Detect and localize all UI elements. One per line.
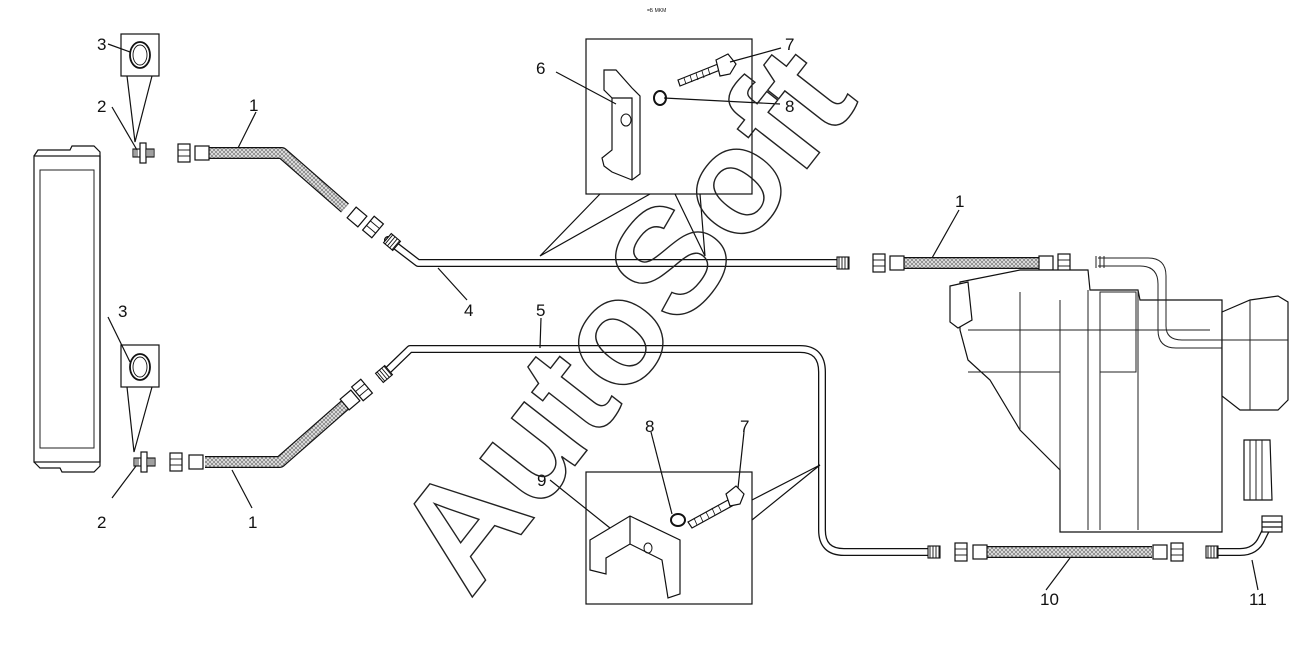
elbow-fitting-11 — [1205, 515, 1283, 559]
callouts: 1 1 1 2 2 3 3 4 5 6 7 7 8 8 9 10 11 — [97, 35, 1267, 609]
callout-6: 6 — [536, 59, 545, 78]
callout-1: 1 — [248, 513, 257, 532]
o-ring-inset-top — [120, 33, 160, 143]
callout-1: 1 — [955, 192, 964, 211]
callout-7: 7 — [785, 35, 794, 54]
lower-tube-5 — [374, 345, 941, 559]
callout-9: 9 — [537, 471, 546, 490]
hose-10 — [954, 542, 1184, 562]
leader-lines — [107, 43, 1259, 591]
lower-hose-1 — [169, 378, 373, 472]
header-mark: =Б MKM — [647, 8, 666, 14]
callout-8: 8 — [785, 97, 794, 116]
callout-7: 7 — [740, 417, 749, 436]
callout-2: 2 — [97, 97, 106, 116]
callout-2: 2 — [97, 513, 106, 532]
callout-11: 11 — [1249, 590, 1267, 609]
callout-8: 8 — [645, 417, 654, 436]
adapter-bottom — [133, 451, 156, 473]
adapter-top — [132, 142, 155, 164]
bracket-inset-bottom — [585, 464, 821, 605]
oil-cooler — [33, 145, 101, 473]
bolt-7 — [687, 485, 745, 529]
callout-3: 3 — [118, 302, 127, 321]
o-ring-inset-bottom — [120, 344, 160, 453]
callout-1: 1 — [249, 96, 258, 115]
right-hose-1 — [872, 253, 1071, 273]
callout-3: 3 — [97, 35, 106, 54]
bolt-7 — [677, 53, 737, 87]
callout-10: 10 — [1040, 590, 1059, 609]
bracket-inset-top — [539, 38, 753, 257]
transmission-housing — [949, 256, 1289, 533]
callout-5: 5 — [536, 301, 545, 320]
upper-tube-4 — [382, 232, 850, 270]
callout-4: 4 — [464, 301, 473, 320]
upper-hose-1 — [177, 143, 384, 239]
